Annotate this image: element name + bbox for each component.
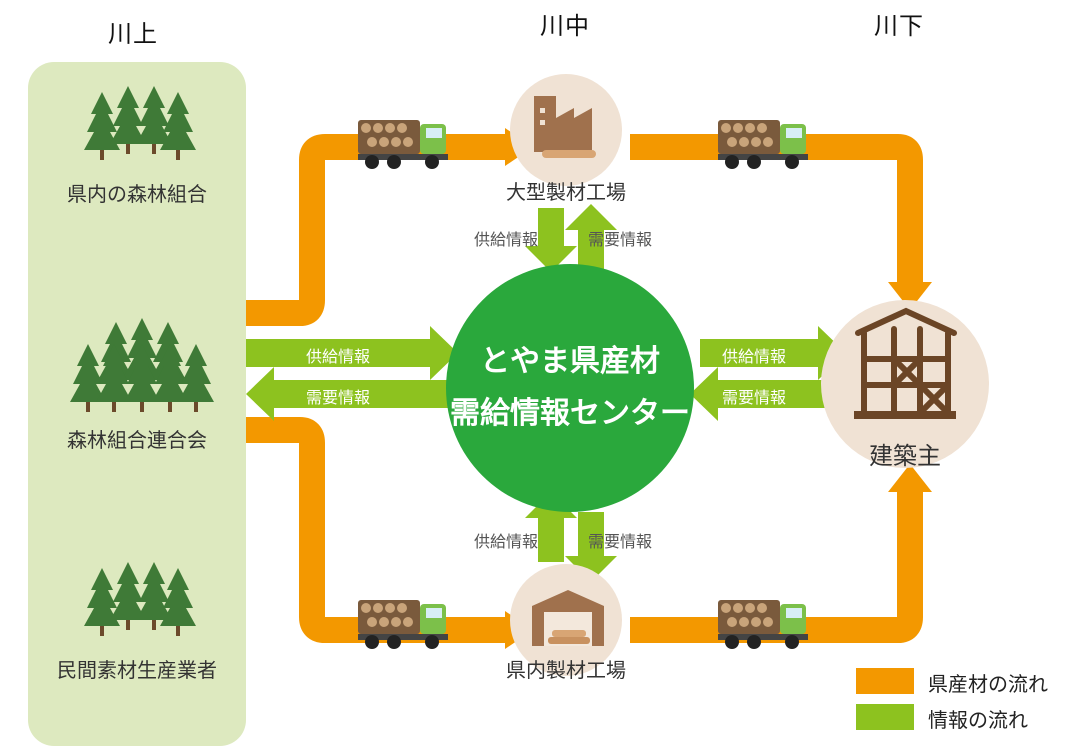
truck-icon	[358, 120, 448, 169]
supplier-label: 民間素材生産業者	[57, 658, 217, 682]
supply-info-label: 供給情報	[722, 347, 787, 366]
supply-info-label: 供給情報	[306, 347, 371, 366]
supply-info-label: 供給情報	[474, 532, 539, 551]
house-frame-icon	[854, 307, 957, 419]
warehouse-icon	[532, 590, 604, 646]
truck-icon	[718, 120, 808, 169]
info-center-circle	[446, 264, 694, 512]
large-sawmill-label: 大型製材工場	[506, 180, 626, 204]
supplier-label: 森林組合連合会	[67, 428, 207, 452]
upstream-panel	[28, 62, 246, 746]
builder-label: 建築主	[869, 442, 941, 470]
demand-info-label: 需要情報	[722, 388, 787, 407]
demand-info-label: 需要情報	[588, 532, 653, 551]
factory-icon	[534, 96, 596, 158]
center-title-line2: 需給情報センター	[450, 396, 690, 431]
legend-label-wood: 県産材の流れ	[928, 672, 1048, 696]
tree-icon	[70, 318, 214, 412]
truck-icon	[358, 600, 448, 649]
tree-icon	[84, 86, 196, 160]
column-upstream: 川上	[108, 20, 158, 48]
legend-swatch-wood	[856, 668, 914, 694]
demand-info-label: 需要情報	[306, 388, 371, 407]
demand-info-label: 需要情報	[588, 230, 653, 249]
info-flow-arrows	[246, 204, 846, 582]
supply-info-label: 供給情報	[474, 230, 539, 249]
column-downstream: 川下	[874, 12, 924, 40]
supplier-label: 県内の森林組合	[67, 182, 207, 206]
truck-icon	[718, 600, 808, 649]
center-title-line1: とやま県産材	[480, 344, 660, 379]
legend-swatch-info	[856, 704, 914, 730]
legend-label-info: 情報の流れ	[928, 708, 1028, 732]
column-midstream: 川中	[540, 12, 590, 40]
tree-icon	[84, 562, 196, 636]
local-sawmill-label: 県内製材工場	[506, 658, 626, 682]
wood-flow-paths	[246, 134, 923, 643]
